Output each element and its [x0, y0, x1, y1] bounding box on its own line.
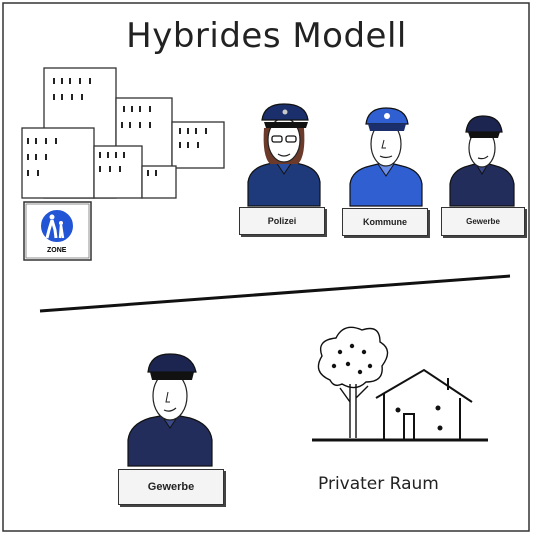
- buildings-icon: [21, 67, 225, 199]
- nameplate-gewerbe-bottom: Gewerbe: [118, 469, 224, 505]
- pedestrian-zone-icon: [39, 208, 75, 244]
- nameplate-polizei: Polizei: [239, 207, 325, 235]
- page-title: Hybrides Modell: [126, 16, 407, 56]
- nameplate-gewerbe-top: Gewerbe: [441, 207, 525, 236]
- nameplate-kommune: Kommune: [342, 208, 428, 236]
- zone-sign-label: ZONE: [47, 247, 67, 254]
- private-space-label: Privater Raum: [318, 474, 439, 494]
